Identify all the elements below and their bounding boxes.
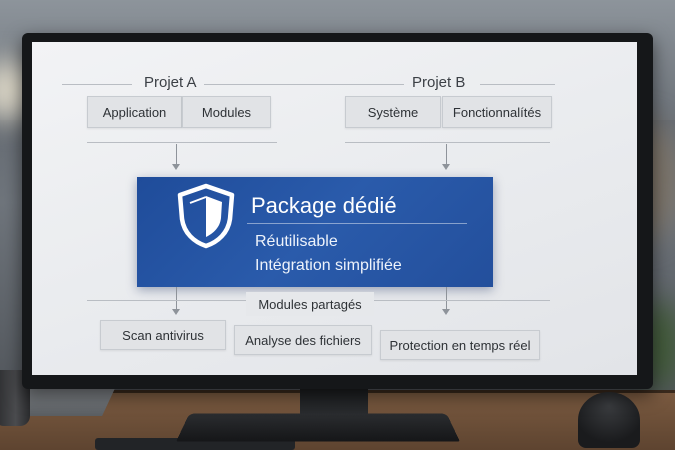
shared-modules-title: Modules partagés [246,292,374,316]
package-line-integration: Intégration simplifiée [255,257,402,274]
arrow-down-icon [172,164,180,170]
shared-line [374,300,550,301]
monitor-screen: Projet A Projet B Application Modules Sy… [32,42,637,375]
project-b-item-fonctionnalites: Fonctionnalítés [442,96,552,128]
shield-icon [177,183,235,249]
divider-line [345,142,550,143]
header-line [62,84,132,85]
project-b-item-systeme: Système [345,96,441,128]
project-a-item-application: Application [87,96,182,128]
connector-line [176,144,177,164]
package-panel: Package dédié Réutilisable Intégration s… [137,177,493,287]
shared-item-scan-antivirus: Scan antivirus [100,320,226,350]
package-divider [247,223,467,224]
shared-item-analyse-fichiers: Analyse des fichiers [234,325,372,355]
connector-line [446,287,447,309]
project-a-title: Projet A [144,74,197,91]
connector-line [176,287,177,309]
arrow-down-icon [442,309,450,315]
arrow-down-icon [172,309,180,315]
shared-item-protection-temps-reel: Protection en temps réel [380,330,540,360]
header-line [480,84,555,85]
connector-line [446,144,447,164]
package-title: Package dédié [251,193,397,218]
header-line [204,84,404,85]
package-line-reutilisable: Réutilisable [255,233,338,250]
project-a-item-modules: Modules [182,96,271,128]
speaker [578,392,640,448]
shared-line [87,300,246,301]
divider-line [87,142,277,143]
monitor-stand-base [176,413,460,442]
project-b-title: Projet B [412,74,466,91]
arrow-down-icon [442,164,450,170]
